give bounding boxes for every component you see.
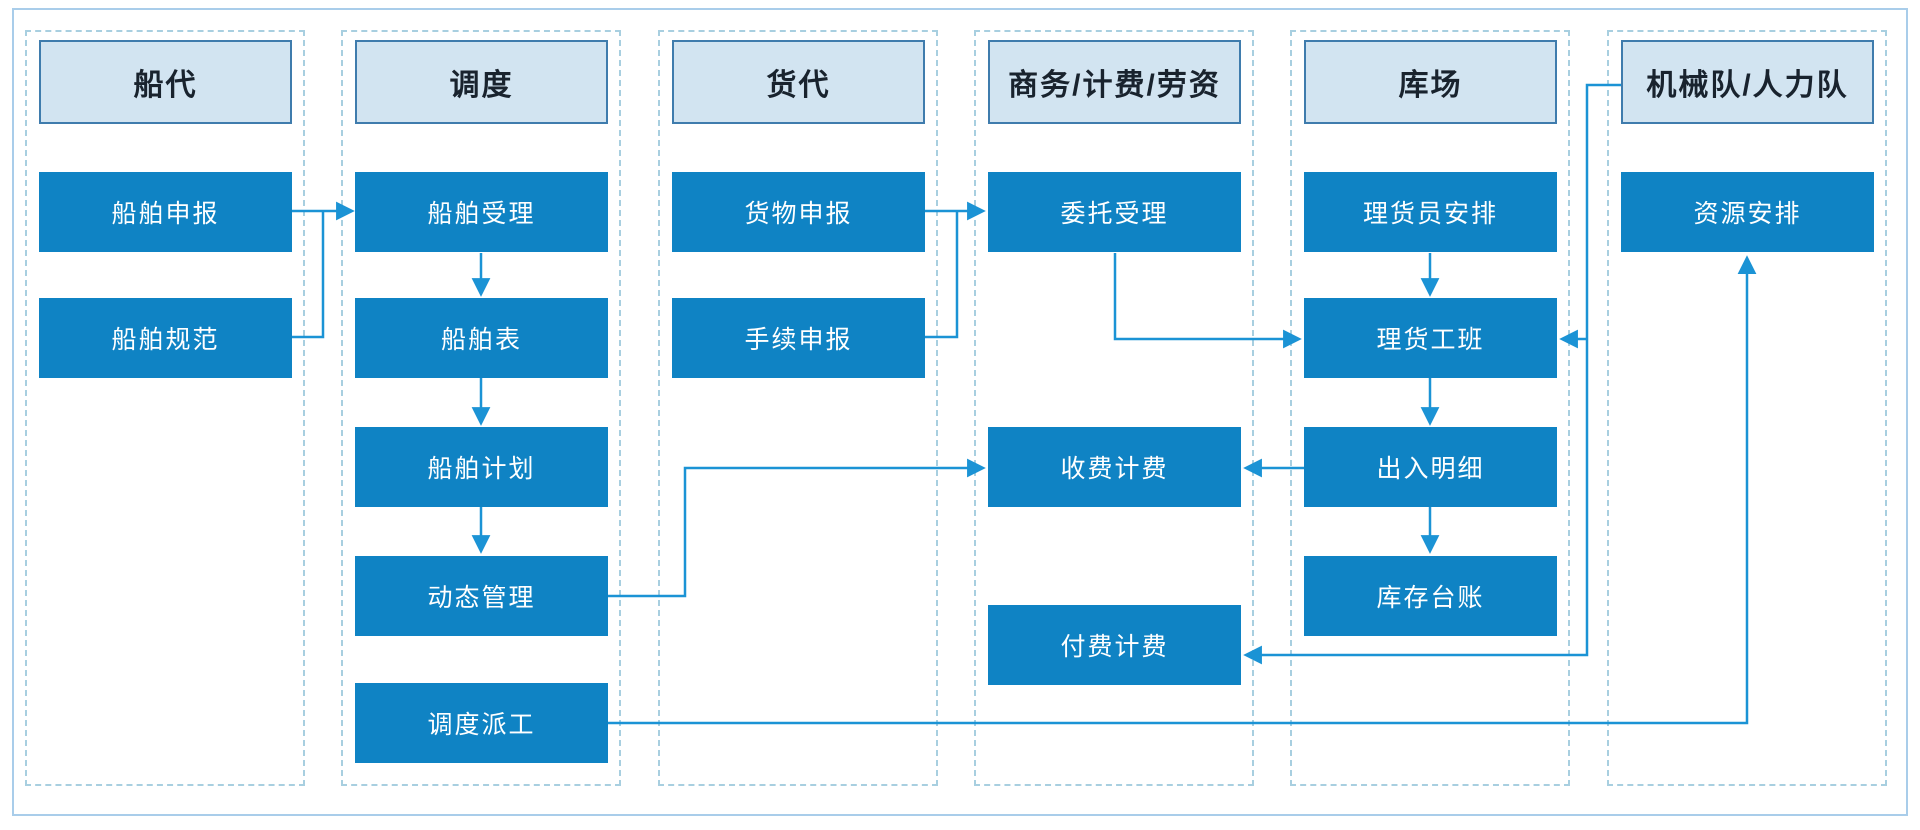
lane-header-machinery-manpower: 机械队/人力队: [1621, 40, 1874, 124]
edge-ship-specification-join: [290, 212, 325, 339]
lane-ship-agent: [25, 30, 305, 786]
lane-freight-agent: [658, 30, 938, 786]
lane-header-ship-agent: 船代: [39, 40, 292, 124]
lane-yard: [1290, 30, 1570, 786]
node-inventory-ledger: 库存台账: [1304, 556, 1557, 636]
edge-procedure-declaration-join: [925, 212, 959, 339]
node-ship-table: 船舶表: [355, 298, 608, 378]
lane-business-billing-labor: [974, 30, 1254, 786]
node-procedure-declaration: 手续申报: [672, 298, 925, 378]
edge-entrust-acceptance-to-tally-shift: [1113, 253, 1302, 349]
lane-header-yard: 库场: [1304, 40, 1557, 124]
node-resource-arrangement: 资源安排: [1621, 172, 1874, 252]
outer-frame: [12, 8, 1908, 816]
node-cargo-declaration: 货物申报: [672, 172, 925, 252]
node-charging-billing: 收费计费: [988, 427, 1241, 507]
lane-machinery-manpower: [1607, 30, 1887, 786]
lane-header-business-billing-labor: 商务/计费/劳资: [988, 40, 1241, 124]
edge-dispatch-assignment-to-resource-arrangement: [608, 255, 1757, 725]
node-dispatch-assignment: 调度派工: [355, 683, 608, 763]
node-ship-specification: 船舶规范: [39, 298, 292, 378]
lane-header-dispatch: 调度: [355, 40, 608, 124]
lane-dispatch: [341, 30, 621, 786]
node-dynamic-management: 动态管理: [355, 556, 608, 636]
node-ship-acceptance: 船舶受理: [355, 172, 608, 252]
edge-machinery-lane-to-payment-billing: [1243, 83, 1621, 665]
edge-dynamic-management-to-charging-billing: [608, 458, 986, 598]
node-ship-plan: 船舶计划: [355, 427, 608, 507]
node-ship-declaration: 船舶申报: [39, 172, 292, 252]
node-tally-shift: 理货工班: [1304, 298, 1557, 378]
node-entrust-acceptance: 委托受理: [988, 172, 1241, 252]
node-tally-clerk-arrangement: 理货员安排: [1304, 172, 1557, 252]
node-in-out-details: 出入明细: [1304, 427, 1557, 507]
node-payment-billing: 付费计费: [988, 605, 1241, 685]
lane-header-freight-agent: 货代: [672, 40, 925, 124]
